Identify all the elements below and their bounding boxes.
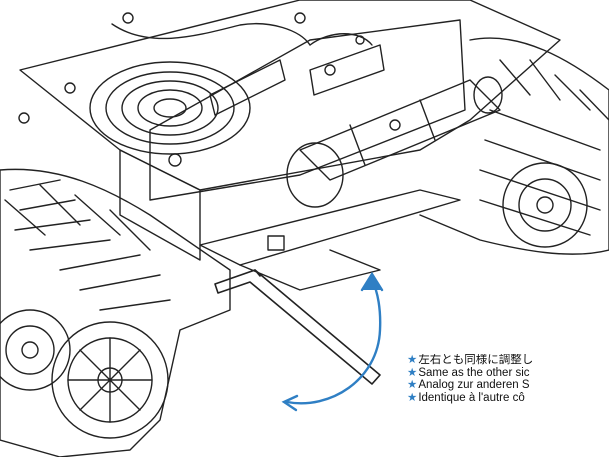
road-wheel [0, 309, 71, 391]
lower-plate [239, 249, 381, 291]
wire [309, 33, 373, 46]
bracket-hole [168, 153, 182, 167]
sprocket-wheel [51, 321, 169, 439]
right-wheel [502, 162, 588, 248]
note-text: 左右とも同様に調整し [418, 354, 534, 366]
note-japanese: ★左右とも同様に調整し [407, 354, 609, 367]
note-english: ★Same as the other sic [407, 367, 609, 380]
note-german: ★Analog zur anderen S [407, 379, 609, 392]
motor-band [419, 99, 436, 141]
bracket-window [309, 44, 385, 96]
right-track [419, 37, 609, 255]
bolt [294, 12, 306, 24]
wire [111, 23, 311, 46]
star-icon: ★ [407, 366, 418, 379]
bolt [324, 64, 336, 76]
motor-cap [286, 142, 344, 208]
star-icon: ★ [407, 379, 418, 391]
rear-bracket [149, 19, 466, 201]
bracket-window [209, 59, 286, 116]
adjustment-notes: ★左右とも同様に調整し ★Same as the other sic ★Anal… [407, 354, 609, 404]
motor-band [349, 124, 366, 166]
note-french: ★Identique à l'autre cô [407, 392, 609, 405]
hex-key-icon [214, 269, 381, 385]
note-text: Same as the other sic [418, 366, 530, 379]
note-text: Identique à l'autre cô [418, 391, 525, 404]
bolt [18, 112, 30, 124]
speaker-spiral-icon [89, 61, 251, 155]
note-text: Analog zur anderen S [418, 379, 530, 391]
bracket-hole [389, 119, 401, 131]
rotation-arrow-icon [281, 271, 384, 412]
star-icon: ★ [407, 354, 418, 366]
bolt [122, 12, 134, 24]
lower-plate [199, 189, 461, 266]
hull-slot [267, 235, 285, 251]
motor-body [299, 79, 501, 181]
left-track [0, 168, 231, 457]
bolt [64, 82, 76, 94]
motor-end [473, 76, 503, 114]
star-icon: ★ [407, 391, 418, 404]
hull-front-slope [119, 149, 201, 261]
